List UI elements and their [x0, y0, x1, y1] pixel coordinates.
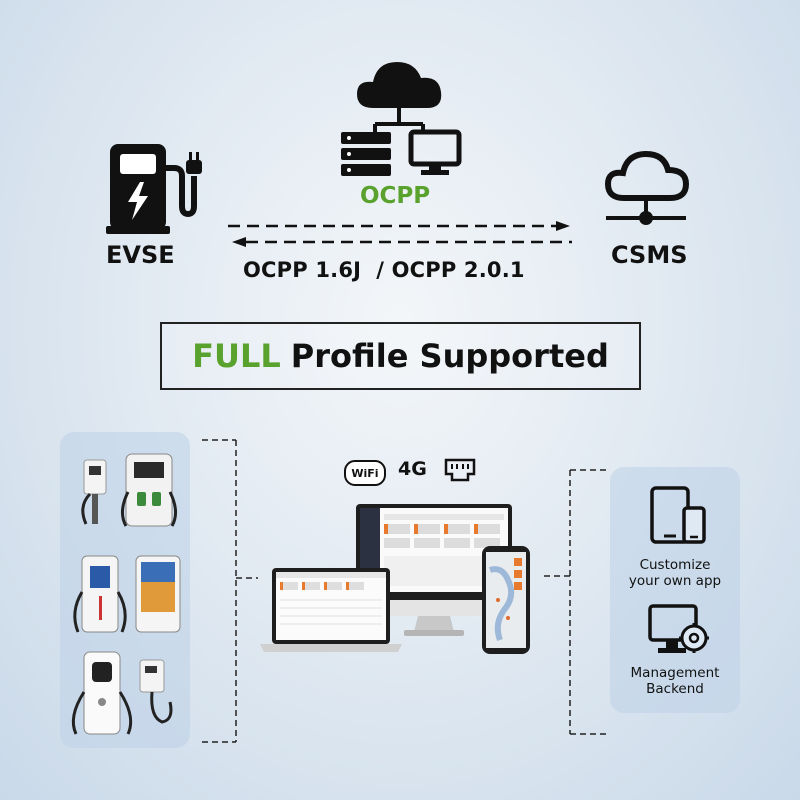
desktop-monitor: [356, 504, 512, 636]
devices-illustration: [260, 504, 530, 654]
ethernet-icon: [444, 458, 476, 482]
cloud-server-icon: [341, 62, 462, 176]
laptop: [260, 568, 402, 652]
smartphone: [482, 546, 530, 654]
cellular-label: 4G: [398, 458, 427, 480]
feature-management-backend: Management Backend: [630, 665, 720, 697]
ocpp-versions-label: OCPP 1.6J / OCPP 2.0.1: [243, 258, 525, 282]
charger-products-illustration: [71, 453, 181, 735]
ev-charger-icon: [106, 144, 202, 234]
profile-supported-text: Profile Supported: [290, 337, 609, 375]
left-connector-line: [202, 439, 258, 743]
arrow-right-head: [556, 221, 570, 231]
feature-customize-app: Customize your own app: [628, 557, 722, 589]
monitor-gear-icon: [648, 604, 709, 653]
features-panel: [610, 467, 740, 713]
full-profile-banner: FULL Profile Supported: [160, 322, 641, 390]
full-highlight: FULL: [192, 337, 281, 375]
csms-label: CSMS: [611, 241, 688, 269]
mobile-devices-icon: [650, 486, 706, 544]
arrow-left-head: [232, 237, 246, 247]
cloud-network-icon: [604, 150, 690, 225]
cellular-4g-icon: 4G: [398, 458, 427, 480]
wifi-icon: WiFi: [344, 460, 386, 486]
communication-arrows: [228, 221, 572, 247]
evse-label: EVSE: [106, 241, 175, 269]
ocpp-label: OCPP: [360, 183, 431, 209]
wifi-label: WiFi: [351, 466, 379, 480]
right-connector-line: [544, 469, 606, 735]
